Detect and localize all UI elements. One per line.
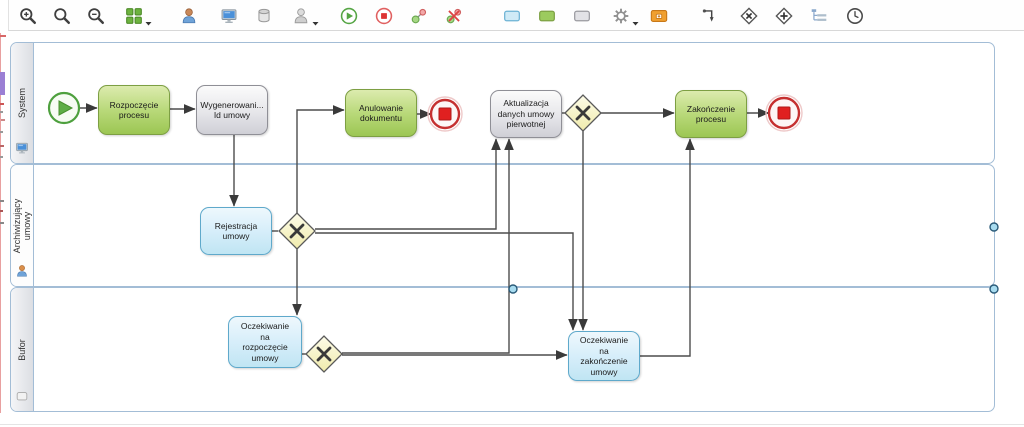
user-icon[interactable] (180, 7, 198, 25)
disconnect-icon[interactable] (445, 7, 463, 25)
gateway-parallel-icon[interactable] (775, 7, 793, 25)
lane-monitor-icon (15, 141, 29, 155)
lane-header[interactable]: System (11, 43, 34, 163)
lane-box-icon (15, 389, 29, 403)
connector-flow-icon[interactable] (701, 7, 719, 25)
zoom-in-icon[interactable] (19, 7, 37, 25)
search-icon[interactable] (53, 7, 71, 25)
layout-blocks-icon[interactable] (125, 7, 143, 25)
tree-view-icon[interactable] (810, 7, 828, 25)
connect-icon[interactable] (410, 7, 428, 25)
database-icon[interactable] (255, 7, 273, 25)
layout-blocks-icon-dropdown-caret[interactable] (145, 14, 152, 26)
window-bottom-edge (0, 424, 1024, 425)
lane-label: Bufor (17, 338, 27, 361)
gateway-exclusive-icon[interactable] (740, 7, 758, 25)
monitor-icon[interactable] (220, 7, 238, 25)
stop-simulation-icon[interactable] (375, 7, 393, 25)
lane-person-icon (15, 264, 29, 278)
lane-bufor[interactable]: Bufor (10, 287, 995, 412)
task-green-icon[interactable] (538, 7, 556, 25)
clock-icon[interactable] (846, 7, 864, 25)
start-simulation-icon[interactable] (340, 7, 358, 25)
background-window-sliver (0, 0, 8, 427)
zoom-out-icon[interactable] (87, 7, 105, 25)
lane-header[interactable]: Bufor (11, 288, 34, 411)
user-role-icon-dropdown-caret[interactable] (312, 14, 319, 26)
user-role-icon[interactable] (292, 7, 310, 25)
task-gray-icon[interactable] (573, 7, 591, 25)
task-wygenerowanie-id-umowy[interactable]: Wygenerowani...Id umowy (196, 85, 268, 135)
settings-gear-icon-dropdown-caret[interactable] (632, 14, 639, 26)
toolbar (8, 0, 1024, 31)
settings-gear-icon[interactable] (612, 7, 630, 25)
subprocess-icon[interactable] (650, 7, 668, 25)
task-blue-icon[interactable] (503, 7, 521, 25)
lane-label: System (17, 87, 27, 119)
